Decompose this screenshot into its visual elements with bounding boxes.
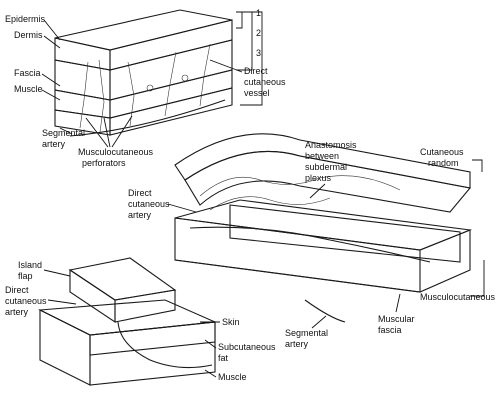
label-direct-cutaneous-artery-2-line3: artery [128, 210, 152, 220]
label-muscular-fascia-line1: Muscular [378, 314, 415, 324]
bracket-number-1: 1 [256, 8, 261, 18]
label-musculocutaneous: Musculocutaneous [420, 292, 496, 302]
label-dermis: Dermis [14, 30, 43, 40]
label-direct-cutaneous-artery-2-line2: cutaneous [128, 199, 170, 209]
label-direct-cutaneous-vessel-line1: Direct [244, 66, 268, 76]
label-direct-cutaneous-artery-3-line1: Direct [5, 285, 29, 295]
label-musculocutaneous-perforators-line2: perforators [82, 158, 126, 168]
label-anastomosis-line3: subdermal [305, 162, 347, 172]
label-direct-cutaneous-artery-3-line3: artery [5, 307, 29, 317]
block2-tissue-flap [174, 133, 473, 323]
block1-tissue-cube [54, 9, 233, 137]
label-muscle-3: Muscle [218, 372, 247, 382]
label-anastomosis-line2: between [305, 151, 339, 161]
label-subcutaneous-fat-line1: Subcutaneous [218, 342, 276, 352]
block3-island-flap [37, 257, 218, 386]
label-segmental-artery-1-line1: Segmental [42, 128, 85, 138]
label-anastomosis-line1: Anastomosis [305, 140, 357, 150]
label-muscle: Muscle [14, 84, 43, 94]
label-segmental-artery-2-line2: artery [285, 339, 309, 349]
label-cutaneous-random-line1: Cutaneous [420, 147, 464, 157]
bracket-number-3: 3 [256, 48, 261, 58]
label-subcutaneous-fat-line2: fat [218, 353, 229, 363]
label-direct-cutaneous-artery-3-line2: cutaneous [5, 296, 47, 306]
label-direct-cutaneous-vessel-line2: cutaneous [244, 77, 286, 87]
label-skin: Skin [222, 317, 240, 327]
label-musculocutaneous-perforators-line1: Musculocutaneous [78, 147, 154, 157]
label-epidermis: Epidermis [5, 14, 46, 24]
label-island-flap-line1: Island [18, 260, 42, 270]
label-island-flap-line2: flap [18, 271, 33, 281]
label-fascia: Fascia [14, 68, 41, 78]
label-segmental-artery-2-line1: Segmental [285, 328, 328, 338]
label-anastomosis-line4: plexus [305, 173, 332, 183]
label-muscular-fascia-line2: fascia [378, 325, 402, 335]
label-direct-cutaneous-vessel-line3: vessel [244, 88, 270, 98]
label-direct-cutaneous-artery-2-line1: Direct [128, 188, 152, 198]
label-cutaneous-random-line2: random [428, 158, 459, 168]
bracket-number-2: 2 [256, 28, 261, 38]
label-segmental-artery-1-line2: artery [42, 139, 66, 149]
